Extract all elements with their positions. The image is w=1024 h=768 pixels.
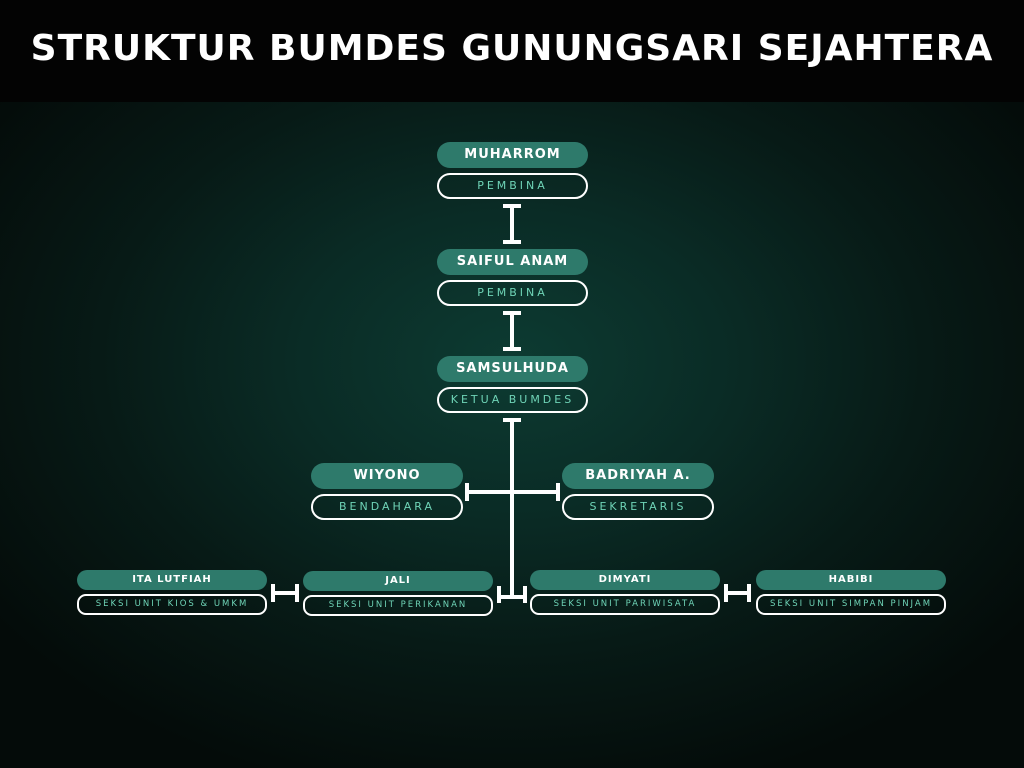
node-role: KETUA BUMDES: [437, 387, 588, 413]
node-role: PEMBINA: [437, 280, 588, 306]
page-title: STRUKTUR BUMDES GUNUNGSARI SEJAHTERA: [30, 28, 994, 69]
node-role: SEKSI UNIT PARIWISATA: [530, 594, 720, 615]
node-name: WIYONO: [311, 463, 463, 489]
node-name: HABIBI: [756, 570, 946, 590]
node-name: MUHARROM: [437, 142, 588, 168]
node-role: SEKRETARIS: [562, 494, 714, 520]
node-name: JALI: [303, 571, 493, 591]
node-name: SAIFUL ANAM: [437, 249, 588, 275]
header-bar: [0, 0, 1024, 102]
node-role: BENDAHARA: [311, 494, 463, 520]
node-role: SEKSI UNIT SIMPAN PINJAM: [756, 594, 946, 615]
node-name: DIMYATI: [530, 570, 720, 590]
node-role: SEKSI UNIT KIOS & UMKM: [77, 594, 267, 615]
node-name: ITA LUTFIAH: [77, 570, 267, 590]
node-role: PEMBINA: [437, 173, 588, 199]
node-name: BADRIYAH A.: [562, 463, 714, 489]
node-name: SAMSULHUDA: [437, 356, 588, 382]
node-role: SEKSI UNIT PERIKANAN: [303, 595, 493, 616]
